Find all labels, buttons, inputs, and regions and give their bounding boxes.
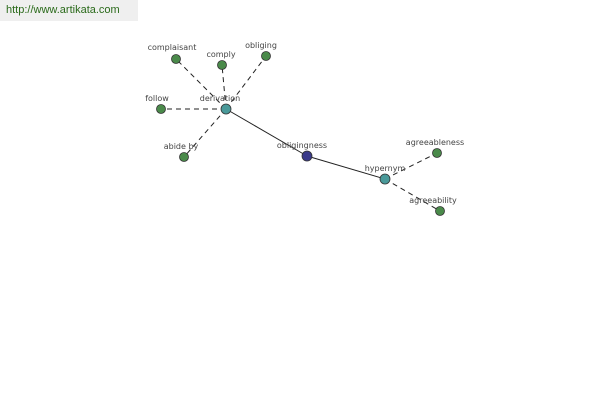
edge-derivation-abide-by — [183, 108, 227, 158]
node-marker-follow[interactable] — [156, 104, 166, 114]
node-marker-comply[interactable] — [217, 60, 227, 70]
edge-obligingness-derivation — [225, 108, 308, 157]
node-label-complaisant: complaisant — [148, 43, 197, 52]
node-complaisant[interactable]: complaisant — [148, 43, 197, 64]
site-url-link[interactable]: http://www.artikata.com — [6, 4, 120, 16]
url-banner: http://www.artikata.com — [0, 0, 138, 21]
node-hypernym[interactable]: hypernym — [365, 164, 406, 185]
node-label-obligingness: obligingness — [277, 141, 327, 150]
node-label-comply: comply — [206, 50, 235, 59]
node-abide-by[interactable]: abide by — [164, 142, 199, 162]
node-label-abide-by: abide by — [164, 142, 199, 151]
node-marker-obligingness[interactable] — [301, 150, 313, 162]
edges-layer — [161, 55, 441, 212]
node-obligingness[interactable]: obligingness — [277, 141, 327, 162]
node-agreeability[interactable]: agreeability — [409, 196, 457, 216]
edge-derivation-obliging — [225, 55, 267, 110]
nodes-layer: obligingness derivation hypernym complaisan… — [145, 41, 464, 216]
node-label-agreeability: agreeability — [409, 196, 457, 205]
edge-obligingness-hypernym — [306, 155, 386, 180]
node-marker-derivation[interactable] — [220, 103, 232, 115]
node-derivation[interactable]: derivation — [200, 94, 240, 115]
node-label-obliging: obliging — [245, 41, 277, 50]
node-marker-hypernym[interactable] — [379, 173, 391, 185]
edge-derivation-complaisant — [175, 58, 227, 110]
node-label-hypernym: hypernym — [365, 164, 406, 173]
node-agreeableness[interactable]: agreeableness — [406, 138, 464, 158]
edge-hypernym-agreeability — [384, 178, 441, 212]
node-obliging[interactable]: obliging — [245, 41, 277, 61]
node-follow[interactable]: follow — [145, 94, 169, 114]
node-marker-complaisant[interactable] — [171, 54, 181, 64]
edge-derivation-comply — [221, 64, 227, 110]
node-marker-agreeableness[interactable] — [432, 148, 442, 158]
edge-hypernym-agreeableness — [384, 152, 438, 180]
node-label-derivation: derivation — [200, 94, 240, 103]
node-label-agreeableness: agreeableness — [406, 138, 464, 147]
node-marker-agreeability[interactable] — [435, 206, 445, 216]
node-marker-abide-by[interactable] — [179, 152, 189, 162]
node-comply[interactable]: comply — [206, 50, 236, 70]
node-label-follow: follow — [145, 94, 169, 103]
node-marker-obliging[interactable] — [261, 51, 271, 61]
